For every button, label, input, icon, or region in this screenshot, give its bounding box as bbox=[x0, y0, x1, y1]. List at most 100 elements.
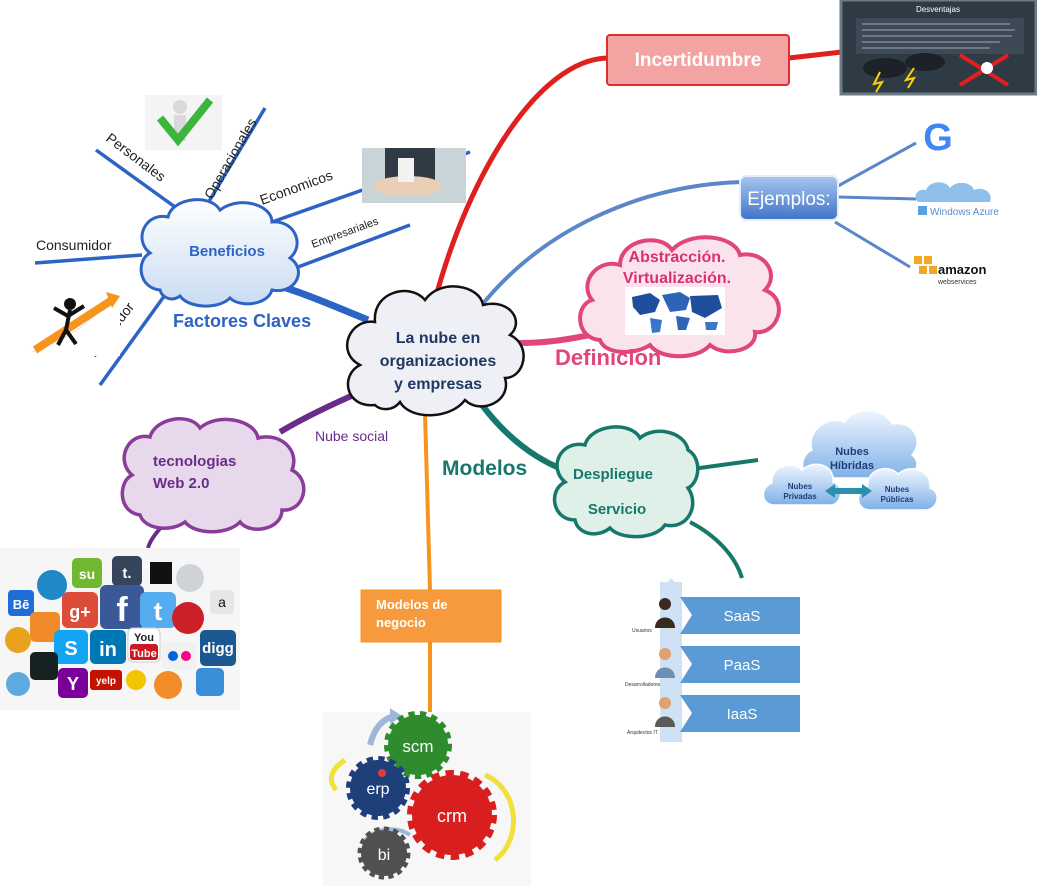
flickr-icon bbox=[162, 642, 196, 670]
gear-erp: erp bbox=[366, 781, 389, 798]
connector-amazon bbox=[834, 220, 911, 269]
factores-claves-label: Factores Claves bbox=[173, 311, 311, 331]
web20-cloud[interactable]: tecnologias Web 2.0 bbox=[120, 417, 306, 534]
gear-crm: crm bbox=[437, 806, 467, 826]
behance-icon: Bē bbox=[13, 597, 30, 612]
central-cloud-shape bbox=[346, 285, 525, 417]
delicious-icon bbox=[150, 562, 172, 584]
gear-bi: bi bbox=[378, 847, 390, 864]
yahoo-icon: Y bbox=[67, 674, 79, 694]
central-line-3: y empresas bbox=[394, 376, 482, 393]
user-icon bbox=[659, 598, 671, 610]
ejemplos-label: Ejemplos: bbox=[747, 189, 830, 210]
facebook-icon: f bbox=[116, 591, 128, 629]
skype-icon: S bbox=[64, 638, 77, 660]
modelos-cloud[interactable]: Despliegue Servicio bbox=[552, 425, 700, 539]
figure-icon bbox=[981, 62, 993, 74]
iaas-row: IaaS Arquitectos IT bbox=[627, 695, 800, 736]
double-arrow-icon bbox=[825, 484, 872, 498]
stumbleupon-icon: su bbox=[79, 566, 95, 582]
picasa-icon bbox=[154, 671, 182, 699]
connector-ejemplos bbox=[476, 180, 743, 312]
erp-gear-icon bbox=[346, 756, 410, 820]
social-icons-collage: Bē su t. g+ f t a S in You Tube digg Y bbox=[0, 548, 240, 710]
publicas-line-2: Públicas bbox=[881, 495, 914, 504]
drupal-icon bbox=[37, 570, 67, 600]
beneficios-cloud[interactable]: Beneficios bbox=[139, 198, 300, 308]
myspace-icon bbox=[196, 668, 224, 696]
windows-azure-logo: Windows Azure bbox=[915, 182, 999, 218]
saas-label: SaaS bbox=[724, 608, 761, 625]
web20-line-2: Web 2.0 bbox=[153, 475, 209, 492]
pinterest-icon bbox=[172, 602, 204, 634]
central-line-2: organizaciones bbox=[380, 353, 497, 370]
incertidumbre-node[interactable]: Incertidumbre bbox=[606, 34, 790, 86]
web20-line-1: tecnologias bbox=[153, 453, 236, 470]
amazon-logo: amazon webservices bbox=[914, 256, 986, 286]
orkut-icon bbox=[126, 670, 146, 690]
modelos-label: Modelos bbox=[442, 457, 527, 480]
amazon-icon: a bbox=[218, 594, 226, 610]
connector-negocio bbox=[423, 412, 432, 591]
negocio-line-1: Modelos de bbox=[376, 597, 448, 612]
twitter-icon: t bbox=[154, 596, 163, 626]
checkmark-figure-image bbox=[145, 95, 222, 150]
connector-google bbox=[837, 141, 917, 188]
modelos-negocio-node[interactable]: Modelos de negocio bbox=[360, 589, 502, 643]
google-logo-icon: G bbox=[923, 117, 953, 159]
connector-definicion bbox=[517, 332, 591, 346]
bi-gear-icon bbox=[357, 826, 411, 880]
rss-icon bbox=[5, 627, 31, 653]
central-line-1: La nube en bbox=[396, 330, 480, 347]
privadas-line-2: Privadas bbox=[783, 492, 817, 501]
connector-incertidumbre bbox=[432, 55, 608, 301]
google-glyph: G bbox=[923, 117, 953, 159]
despliegue-label: Despliegue bbox=[573, 466, 653, 483]
central-topic[interactable]: La nube en organizaciones y empresas bbox=[346, 285, 525, 417]
deployment-diagram: Nubes Híbridas Nubes Privadas Nubes Públ… bbox=[762, 409, 938, 511]
definicion-line-1: Abstracción. bbox=[629, 249, 726, 266]
webservices-text: webservices bbox=[937, 279, 977, 286]
reddit-icon bbox=[6, 672, 30, 696]
iaas-label: IaaS bbox=[727, 706, 758, 723]
tumblr-icon: t. bbox=[122, 565, 131, 582]
definicion-cloud[interactable]: Abstracción. Virtualización. bbox=[578, 235, 781, 359]
dribbble-icon bbox=[176, 564, 204, 592]
connector-services bbox=[689, 520, 744, 579]
consumidor-label: Consumidor bbox=[36, 237, 112, 253]
azure-cloud-icon bbox=[915, 182, 991, 202]
connector-azure bbox=[837, 195, 917, 201]
paas-row: PaaS Desarrolladores bbox=[625, 646, 800, 688]
lightning-icon bbox=[872, 71, 885, 93]
business-gears-image: scm erp crm bi bbox=[323, 708, 531, 886]
azure-text: Windows Azure bbox=[930, 207, 999, 218]
hibridas-line-1: Nubes bbox=[835, 446, 869, 458]
amazon-text: amazon bbox=[938, 262, 986, 277]
developer-icon bbox=[659, 648, 671, 660]
servicio-label: Servicio bbox=[588, 501, 646, 518]
publicas-line-1: Nubes bbox=[885, 485, 910, 494]
youtube-you: You bbox=[134, 632, 154, 644]
paas-label: PaaS bbox=[724, 657, 761, 674]
hibridas-line-2: Híbridas bbox=[830, 460, 874, 472]
economicos-label: Economicos bbox=[258, 167, 335, 208]
saas-row: SaaS Usuarios bbox=[632, 597, 800, 634]
desventajas-title: Desventajas bbox=[916, 5, 960, 14]
iaas-role: Arquitectos IT bbox=[627, 730, 658, 736]
incertidumbre-label: Incertidumbre bbox=[635, 50, 762, 71]
climber-icon bbox=[64, 298, 76, 310]
money-hand-image bbox=[362, 148, 466, 203]
negocio-line-2: negocio bbox=[376, 615, 426, 630]
architect-icon bbox=[659, 697, 671, 709]
vimeo-icon bbox=[30, 652, 58, 680]
nube-social-label: Nube social bbox=[315, 428, 388, 444]
service-models: SaaS Usuarios PaaS Desarrolladores IaaS … bbox=[625, 578, 800, 742]
blogger-icon bbox=[30, 612, 60, 642]
youtube-icon: Tube bbox=[131, 648, 156, 660]
definicion-label: Definicion bbox=[555, 345, 661, 370]
saas-role: Usuarios bbox=[632, 628, 652, 634]
ejemplos-node[interactable]: Ejemplos: bbox=[739, 175, 839, 221]
connector-incertidumbre-panel bbox=[788, 49, 843, 61]
beneficios-label: Beneficios bbox=[189, 243, 265, 260]
desventajas-panel: Desventajas bbox=[839, 0, 1037, 96]
